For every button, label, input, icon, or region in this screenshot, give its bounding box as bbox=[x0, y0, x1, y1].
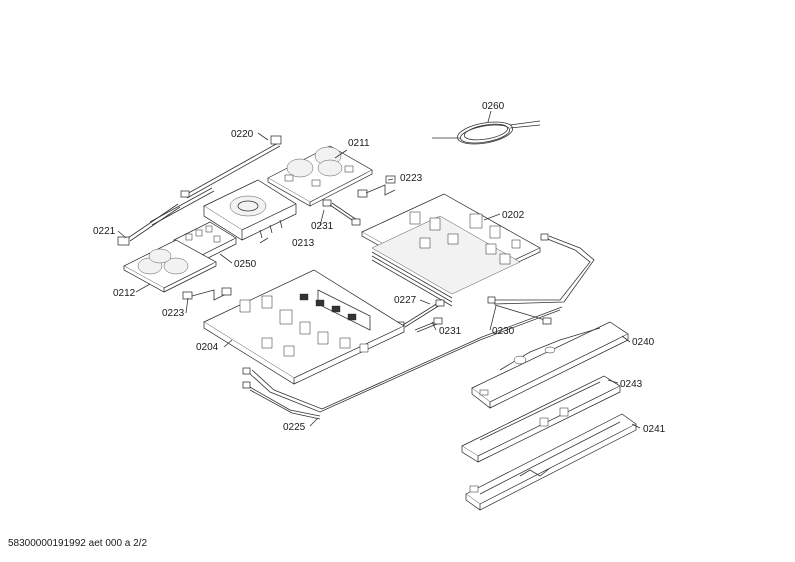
label-0223-upper: 0223 bbox=[400, 173, 423, 184]
part-0211-filter-board[interactable] bbox=[267, 145, 373, 207]
part-0223-cable-lower[interactable] bbox=[182, 287, 232, 301]
label-0230: 0230 bbox=[492, 326, 515, 337]
part-0225-cable[interactable] bbox=[242, 306, 563, 420]
part-0231-flat-cable-upper[interactable] bbox=[322, 199, 361, 226]
label-0225: 0225 bbox=[283, 422, 306, 433]
part-0243-strip[interactable] bbox=[461, 375, 621, 463]
label-0260: 0260 bbox=[482, 101, 505, 112]
part-0241-frame[interactable] bbox=[465, 413, 637, 511]
document-footer: 58300000191992 aet 000 a 2/2 bbox=[8, 538, 148, 549]
label-0223-lower: 0223 bbox=[162, 308, 185, 319]
part-0221-cable[interactable] bbox=[117, 203, 181, 246]
part-0223-cable-upper[interactable] bbox=[357, 175, 396, 198]
part-labels: 0260 0220 0211 0223 0231 0202 0221 0213 … bbox=[93, 101, 666, 435]
label-0241: 0241 bbox=[643, 424, 666, 435]
label-0212: 0212 bbox=[113, 288, 136, 299]
label-0221: 0221 bbox=[93, 226, 116, 237]
label-0220: 0220 bbox=[231, 129, 254, 140]
part-0230-cable[interactable] bbox=[487, 233, 595, 325]
label-0204: 0204 bbox=[196, 342, 219, 353]
label-0231-upper: 0231 bbox=[311, 221, 334, 232]
part-0202-power-board[interactable] bbox=[361, 193, 541, 307]
label-0243: 0243 bbox=[620, 379, 643, 390]
label-0211: 0211 bbox=[348, 138, 370, 149]
part-0213-heatsink[interactable] bbox=[203, 179, 297, 241]
label-0227: 0227 bbox=[394, 295, 417, 306]
part-0231-flat-cable-lower[interactable] bbox=[414, 317, 443, 333]
label-0240: 0240 bbox=[632, 337, 655, 348]
part-0260-power-cable[interactable] bbox=[432, 118, 541, 147]
part-0212-filter-board[interactable] bbox=[123, 239, 217, 293]
label-0250: 0250 bbox=[234, 259, 257, 270]
label-0213: 0213 bbox=[292, 238, 315, 249]
label-0202: 0202 bbox=[502, 210, 525, 221]
label-0231-lower: 0231 bbox=[439, 326, 462, 337]
part-0220-cable[interactable] bbox=[149, 135, 282, 226]
part-0204-control-board[interactable] bbox=[203, 269, 405, 385]
part-0240-panel-strip[interactable] bbox=[471, 321, 629, 409]
leader-lines bbox=[117, 110, 641, 429]
